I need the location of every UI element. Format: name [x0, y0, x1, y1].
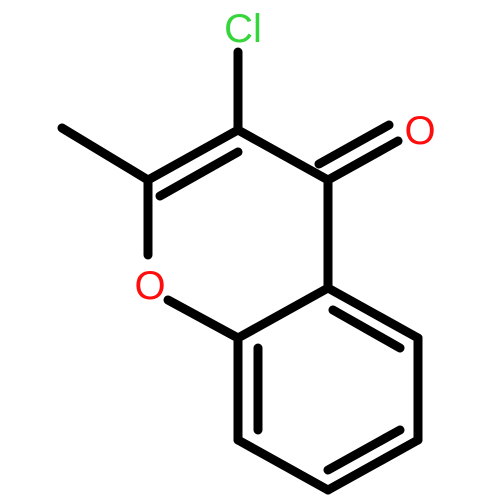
- c4-o-double-bond-inner: [314, 120, 394, 169]
- carbonyl-oxygen-atom-label: O: [404, 109, 435, 153]
- c6-c7-double-bond-inner: [323, 425, 405, 475]
- chlorine-atom-label: Cl: [224, 7, 262, 51]
- c3-c4-bond: [233, 125, 333, 185]
- c4a-c5-bond: [323, 283, 423, 343]
- methyl-bond: [57, 123, 153, 185]
- c2-c3-double-bond-inner: [155, 147, 243, 201]
- o1-c8a-bond: [163, 295, 243, 343]
- c4a-c5-double-bond-inner: [328, 305, 405, 353]
- c4-o-bond: [323, 136, 403, 185]
- ring-oxygen-atom-label: O: [134, 264, 165, 308]
- c8a-c4a-bond: [233, 283, 333, 343]
- c2-c3-bond: [143, 125, 243, 185]
- c6-c7-bond: [323, 435, 423, 495]
- c7-c8-bond: [233, 435, 333, 495]
